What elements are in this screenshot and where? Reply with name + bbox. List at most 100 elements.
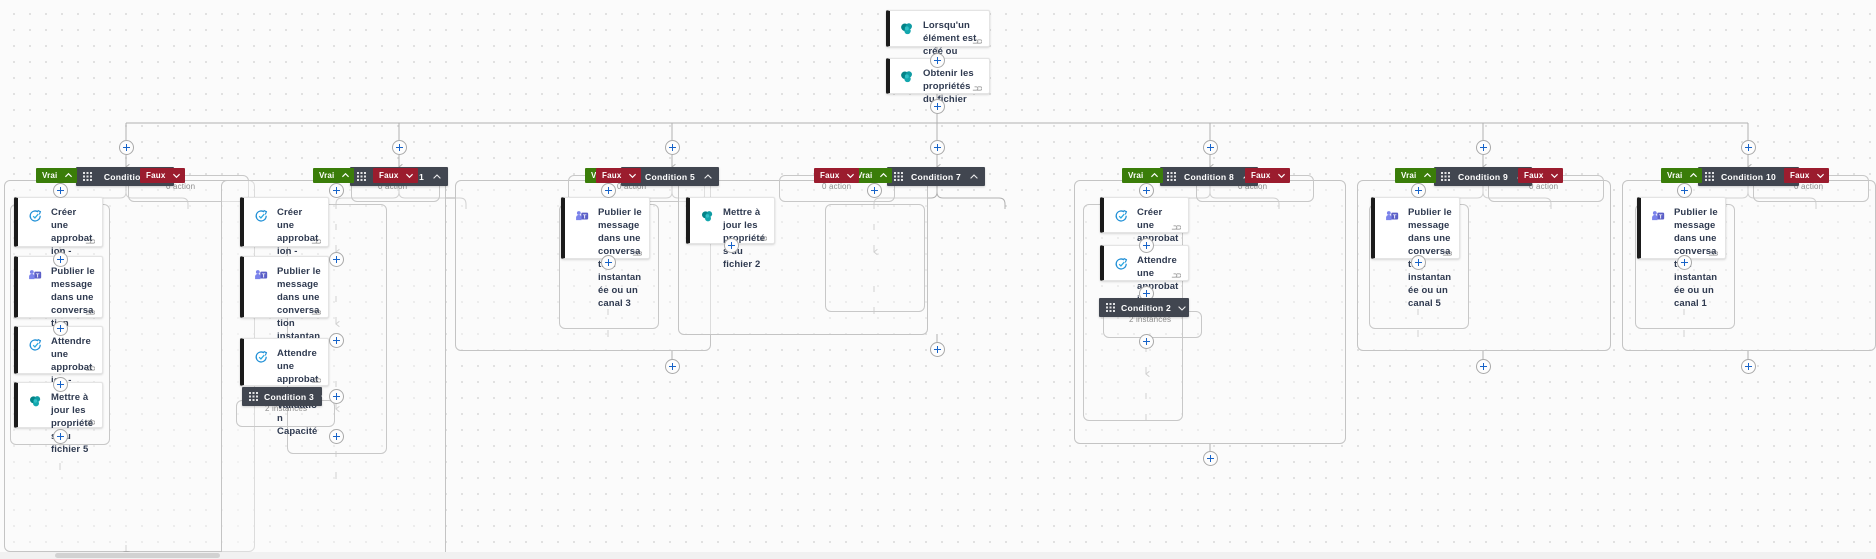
add-action-plus[interactable] [1138, 183, 1154, 198]
drag-handle-icon[interactable] [1705, 172, 1714, 181]
condition-header-condition-8[interactable]: Condition 8 [1160, 167, 1258, 186]
add-action-plus[interactable] [328, 429, 344, 444]
add-action-plus[interactable] [328, 183, 344, 198]
action-card[interactable]: Mettre à jour les propriétés du fichier … [686, 197, 775, 270]
add-step-plus-after-condition-7[interactable] [929, 342, 945, 357]
chevron-up-icon[interactable] [1689, 171, 1698, 180]
chevron-up-icon[interactable] [969, 172, 979, 182]
add-step-plus-condition-5[interactable] [664, 140, 680, 155]
action-card[interactable]: Créer une approbation [1100, 197, 1189, 257]
add-action-plus[interactable] [52, 252, 68, 267]
chevron-down-icon[interactable] [172, 171, 181, 180]
branch-pill-true-condition-1[interactable]: Vrai [313, 168, 355, 183]
branch-pill-true-condition[interactable]: Vrai [36, 168, 78, 183]
add-action-plus[interactable] [1138, 334, 1154, 349]
branch-pill-true-condition-10[interactable]: Vrai [1661, 168, 1703, 183]
condition-header-condition-2[interactable]: Condition 2 [1099, 298, 1189, 317]
branch-pill-false-condition[interactable]: Faux [140, 168, 186, 183]
approvals-icon [26, 207, 44, 225]
add-action-plus[interactable] [600, 255, 616, 270]
action-card[interactable]: T Publier le message dans une conversati… [240, 256, 329, 368]
add-action-plus[interactable] [1676, 183, 1692, 198]
condition-title: Condition 8 [1183, 171, 1234, 182]
add-action-plus[interactable] [1410, 255, 1426, 270]
add-step-plus-trigger[interactable] [929, 53, 945, 68]
add-action-plus[interactable] [328, 389, 344, 404]
drag-handle-icon[interactable] [357, 172, 366, 181]
chevron-up-icon[interactable] [1150, 171, 1159, 180]
chevron-down-icon[interactable] [320, 392, 330, 402]
branch-pill-false-condition-7[interactable]: Faux [814, 168, 860, 183]
chevron-up-icon[interactable] [703, 172, 713, 182]
chevron-up-icon[interactable] [879, 171, 888, 180]
action-card[interactable]: Créer une approbation - Validation Capac… [240, 197, 329, 296]
drag-handle-icon[interactable] [1106, 303, 1115, 312]
condition-title: Condition 5 [644, 171, 695, 182]
add-action-plus[interactable] [52, 183, 68, 198]
add-step-plus-condition-9[interactable] [1475, 140, 1491, 155]
drag-handle-icon[interactable] [1167, 172, 1176, 181]
add-action-plus[interactable] [866, 183, 882, 198]
chevron-down-icon[interactable] [628, 171, 637, 180]
add-action-plus[interactable] [1410, 183, 1426, 198]
branch-false-label: Faux [1524, 171, 1544, 180]
add-action-plus[interactable] [1138, 238, 1154, 253]
add-action-plus[interactable] [52, 377, 68, 392]
branch-pill-false-condition-10[interactable]: Faux [1784, 168, 1830, 183]
teams-icon: T [26, 266, 44, 284]
flow-connector-icon [1171, 219, 1182, 230]
instances-text: 2 instances [265, 404, 308, 413]
condition-header-condition-7[interactable]: Condition 7 [887, 167, 985, 186]
branch-pill-true-condition-9[interactable]: Vrai [1395, 168, 1437, 183]
add-step-plus-condition-1[interactable] [391, 140, 407, 155]
add-action-plus[interactable] [600, 183, 616, 198]
add-step-plus-condition-7[interactable] [929, 140, 945, 155]
add-action-plus[interactable] [52, 321, 68, 336]
scrollbar-thumb[interactable] [55, 553, 220, 558]
branch-pill-false-condition-9[interactable]: Faux [1518, 168, 1564, 183]
chevron-down-icon[interactable] [1277, 171, 1286, 180]
branch-pill-true-condition-7[interactable]: Vrai [851, 168, 893, 183]
svg-text:T: T [1392, 214, 1396, 220]
chevron-down-icon[interactable] [1177, 303, 1187, 313]
add-step-plus-condition-10[interactable] [1740, 140, 1756, 155]
add-action-plus[interactable] [52, 429, 68, 444]
branch-pill-true-condition-8[interactable]: Vrai [1122, 168, 1164, 183]
add-action-plus[interactable] [328, 252, 344, 267]
add-step-plus-after-condition-5[interactable] [664, 359, 680, 374]
condition-header-condition-3[interactable]: Condition 3 [242, 387, 329, 406]
add-step-plus-after-condition-8[interactable] [1202, 451, 1218, 466]
drag-handle-icon[interactable] [1441, 172, 1450, 181]
drag-handle-icon[interactable] [83, 172, 92, 181]
add-step-plus-condition[interactable] [118, 140, 134, 155]
chevron-up-icon[interactable] [341, 171, 350, 180]
add-step-plus-after-condition-10[interactable] [1740, 359, 1756, 374]
drag-handle-icon[interactable] [249, 392, 258, 401]
chevron-down-icon[interactable] [1816, 171, 1825, 180]
condition-header-condition-10[interactable]: Condition 10 [1698, 167, 1799, 186]
chevron-down-icon[interactable] [1550, 171, 1559, 180]
add-action-plus[interactable] [328, 333, 344, 348]
drag-handle-icon[interactable] [894, 172, 903, 181]
add-step-plus-condition-8[interactable] [1202, 140, 1218, 155]
add-action-plus[interactable] [723, 238, 739, 253]
add-step-plus-after-condition-9[interactable] [1475, 359, 1491, 374]
action-card[interactable]: Attendre une approbation - Validation Ca… [240, 338, 329, 437]
add-action-plus[interactable] [1676, 255, 1692, 270]
chevron-up-icon[interactable] [432, 172, 442, 182]
trigger-card[interactable]: Lorsqu'un élément est créé ou modifié [886, 10, 990, 70]
branch-pill-false-condition-5[interactable]: Faux [596, 168, 642, 183]
chevron-down-icon[interactable] [405, 171, 414, 180]
horizontal-scrollbar[interactable] [0, 552, 1876, 559]
chevron-up-icon[interactable] [64, 171, 73, 180]
branch-pill-false-condition-8[interactable]: Faux [1245, 168, 1291, 183]
chevron-up-icon[interactable] [1423, 171, 1432, 180]
chevron-down-icon[interactable] [846, 171, 855, 180]
action-card[interactable]: Créer une approbation - Relecture [14, 197, 103, 283]
add-step-plus-branchpoint[interactable] [929, 99, 945, 114]
branch-pill-false-condition-1[interactable]: Faux [373, 168, 419, 183]
